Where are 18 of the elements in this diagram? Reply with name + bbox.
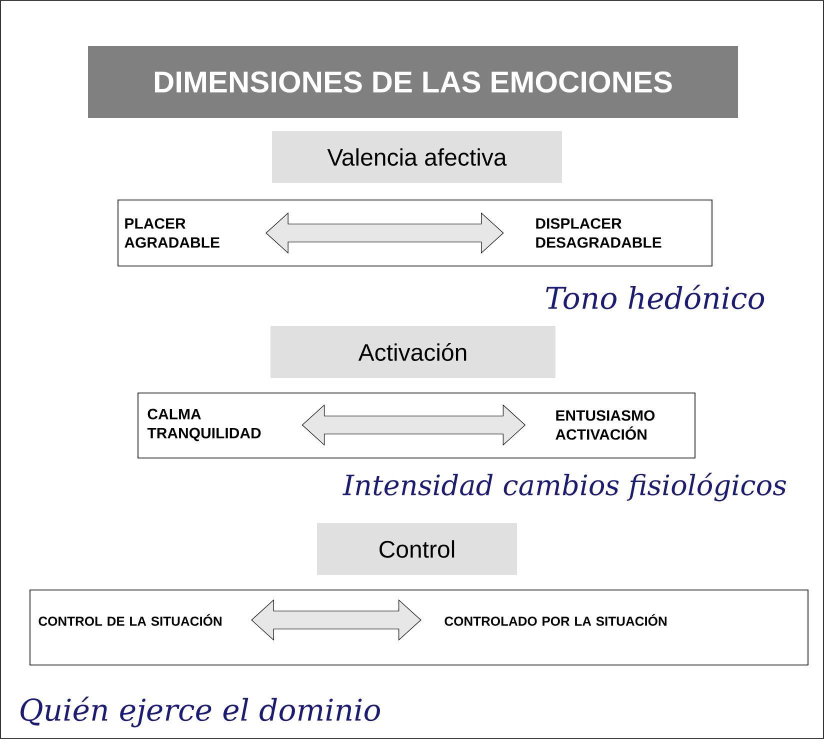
pole-text: CALMA TRANQUILIDAD: [147, 408, 261, 442]
outlined-box: [138, 392, 696, 458]
double-arrow: [266, 212, 504, 254]
double-arrow: [251, 599, 422, 641]
heading-box: Valencia afectiva: [272, 131, 562, 183]
pole-text: CONTROL DE LA SITUACIÓN: [38, 614, 222, 626]
outlined-box: [30, 590, 808, 666]
title-banner: DIMENSIONES DE LAS EMOCIONES: [88, 46, 738, 118]
double-arrow: [302, 404, 526, 446]
pole-text: CONTROLADO POR LA SITUACIÓN: [444, 614, 666, 626]
handwritten-note: Tono hedónico: [546, 284, 764, 310]
pole-text: DISPLACER DESAGRADABLE: [536, 218, 662, 248]
handwritten-note: Quién ejerce el dominio: [20, 696, 380, 728]
heading-box: Control: [317, 523, 517, 575]
heading-box: Activación: [270, 326, 556, 378]
outlined-box: [118, 200, 712, 266]
pole-text: PLACER AGRADABLE: [124, 218, 220, 248]
pole-text: ENTUSIASMO ACTIVACIÓN: [556, 410, 655, 440]
